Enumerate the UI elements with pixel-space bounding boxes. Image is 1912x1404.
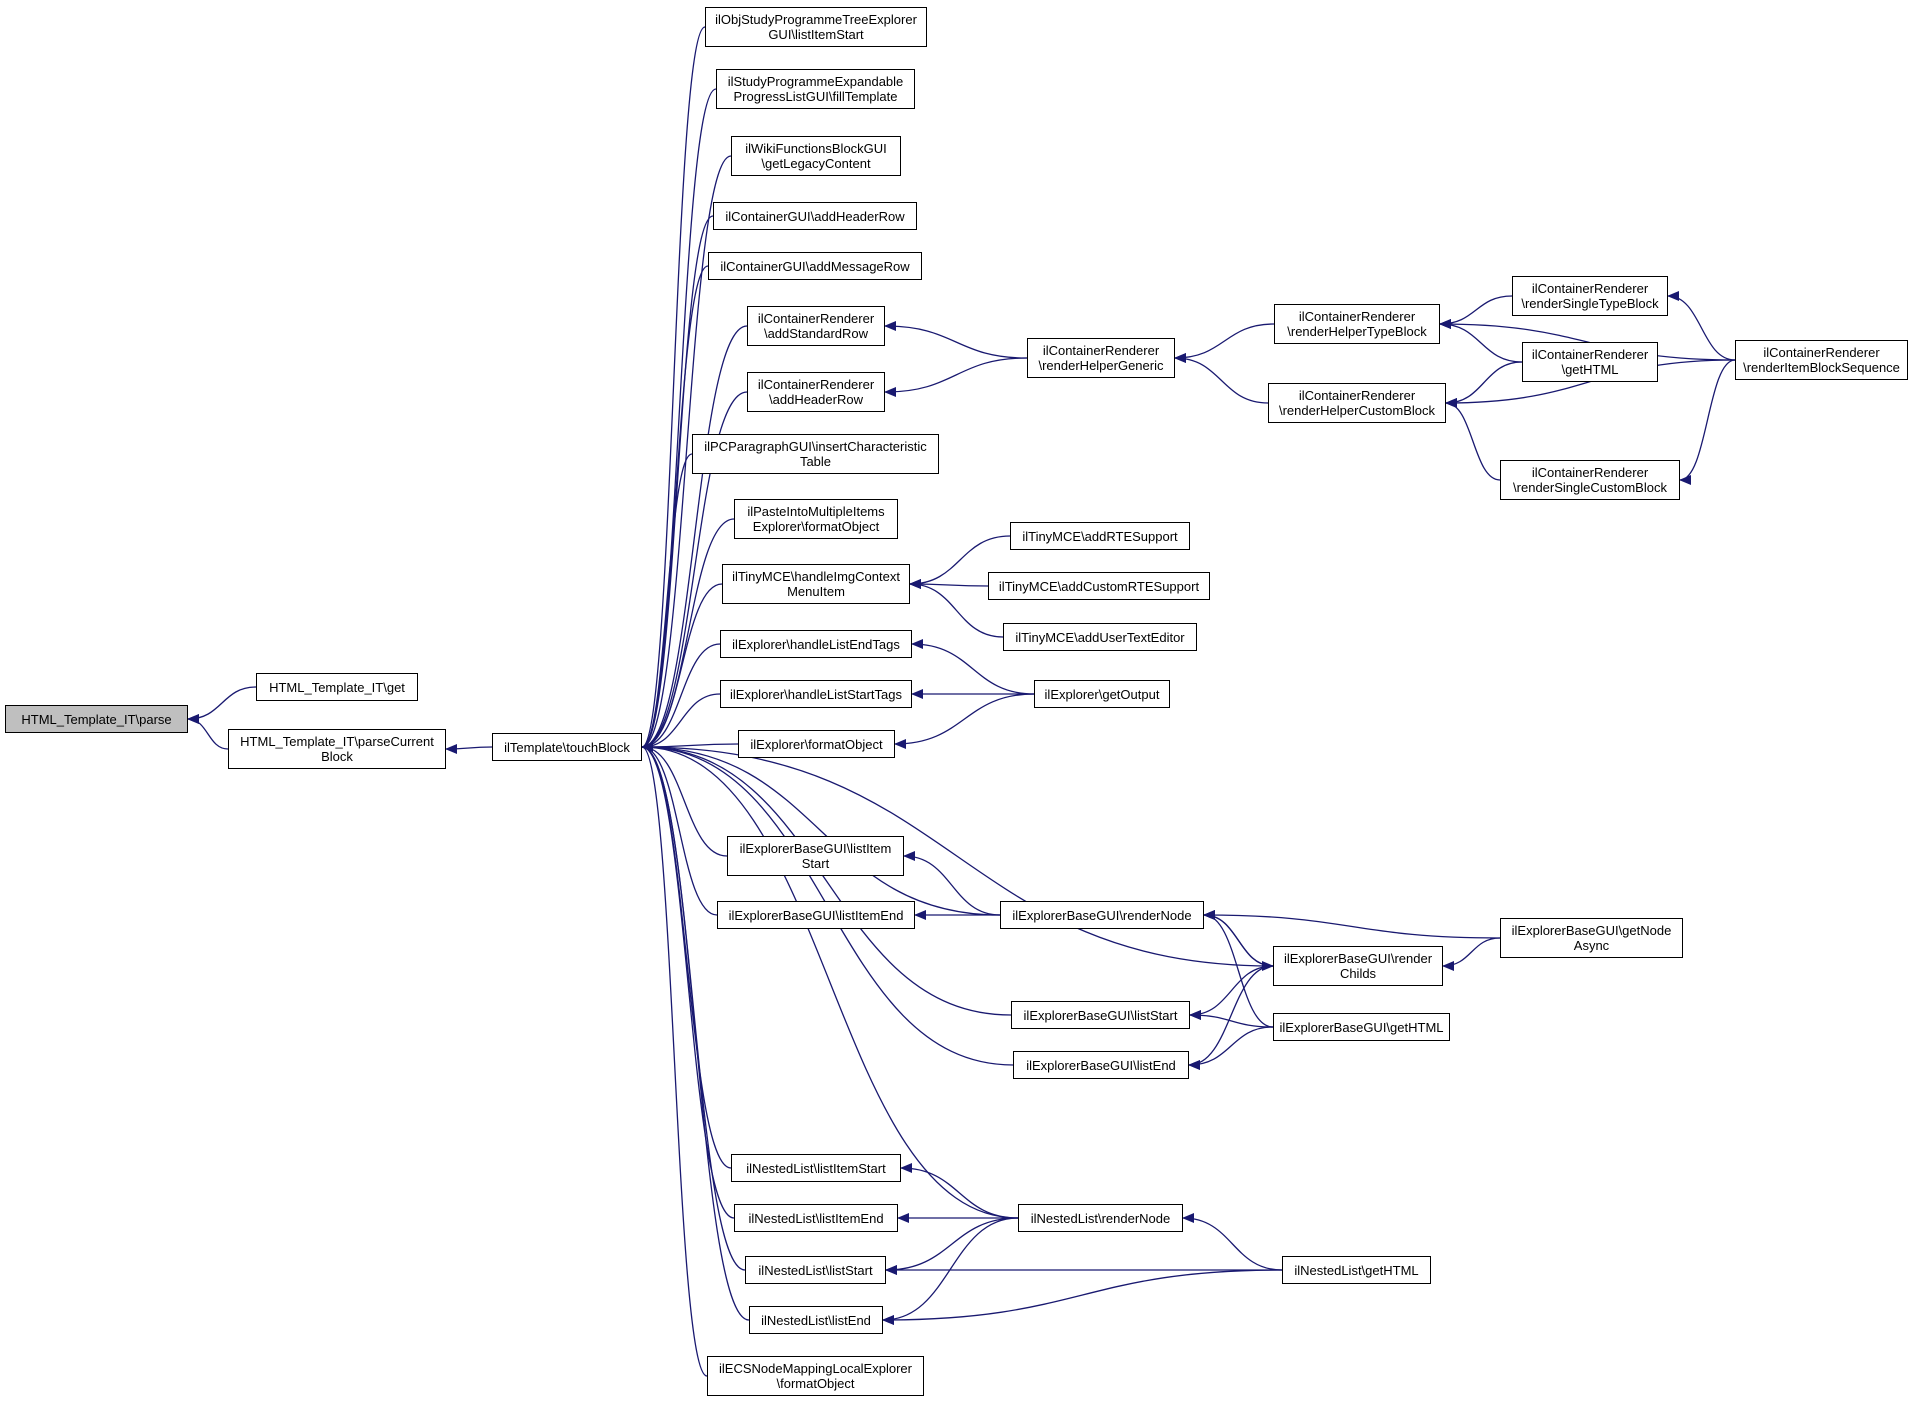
- node-parse-current-block[interactable]: HTML_Template_IT\parseCurrent Block: [228, 729, 446, 769]
- node-ecs-format-object[interactable]: ilECSNodeMappingLocalExplorer \formatObj…: [707, 1356, 924, 1396]
- node-nl-render-node[interactable]: ilNestedList\renderNode: [1018, 1204, 1183, 1232]
- edge-ebgListItemStart-to-touchBlock: [641, 742, 728, 857]
- edge-touchBlock-to-parseCurrentBlock: [445, 743, 493, 754]
- edge-crGetHTML-to-crRenderHelperCustomBlock: [1445, 361, 1523, 408]
- edge-crRenderItemBlockSequence-to-crRenderSingleCustomBlock: [1679, 359, 1736, 485]
- edge-crRenderSingleTypeBlock-to-crRenderHelperTypeBlock: [1439, 295, 1513, 329]
- edge-nlListEnd-to-touchBlock: [641, 742, 750, 1321]
- edge-get-to-parse: [187, 686, 257, 724]
- edge-tinyHandleImg-to-touchBlock: [641, 583, 723, 752]
- node-tiny-add-custom-r-t-e-support[interactable]: ilTinyMCE\addCustomRTESupport: [988, 572, 1210, 600]
- edge-crRenderItemBlockSequence-to-crRenderSingleTypeBlock: [1667, 291, 1736, 361]
- node-pc-paragraph[interactable]: ilPCParagraphGUI\insertCharacteristic Ta…: [692, 434, 939, 474]
- node-parse[interactable]: HTML_Template_IT\parse: [5, 705, 188, 733]
- node-wiki-legacy[interactable]: ilWikiFunctionsBlockGUI \getLegacyConten…: [731, 136, 901, 176]
- edge-ebgRenderNode-to-ebgRenderChilds: [1203, 914, 1274, 971]
- node-get[interactable]: HTML_Template_IT\get: [256, 673, 418, 701]
- node-cr-render-helper-type-block[interactable]: ilContainerRenderer \renderHelperTypeBlo…: [1274, 304, 1440, 344]
- node-cr-render-single-type-block[interactable]: ilContainerRenderer \renderSingleTypeBlo…: [1512, 276, 1668, 316]
- edge-nlGetHTML-to-nlRenderNode: [1182, 1213, 1283, 1271]
- edge-crGetHTML-to-crRenderHelperTypeBlock: [1439, 319, 1523, 363]
- edge-tinyAddRTESupport-to-tinyHandleImg: [909, 535, 1011, 589]
- node-expl-handle-list-end-tags[interactable]: ilExplorer\handleListEndTags: [720, 630, 912, 658]
- edge-crRenderHelperGeneric-to-contRendAddHeaderRow: [884, 357, 1028, 397]
- node-ebg-list-item-end[interactable]: ilExplorerBaseGUI\listItemEnd: [717, 901, 915, 929]
- edge-crRenderHelperGeneric-to-contRendAddStandardRow: [884, 321, 1028, 359]
- node-nl-get-h-t-m-l[interactable]: ilNestedList\getHTML: [1282, 1256, 1431, 1284]
- edge-parseCurrentBlock-to-parse: [187, 714, 229, 750]
- node-cr-render-single-custom-block[interactable]: ilContainerRenderer \renderSingleCustomB…: [1500, 460, 1680, 500]
- edge-contRendAddHeaderRow-to-touchBlock: [641, 391, 748, 752]
- node-tiny-add-user-text-editor[interactable]: ilTinyMCE\addUserTextEditor: [1003, 623, 1197, 651]
- edge-contRendAddStandardRow-to-touchBlock: [641, 325, 748, 752]
- edge-pcParagraph-to-touchBlock: [641, 453, 693, 752]
- edge-nlRenderNode-to-touchBlock: [641, 742, 1019, 1219]
- edge-ebgRenderNode-to-touchBlock: [641, 742, 1001, 916]
- edge-ebgRenderChilds-to-ebgListStart: [1189, 965, 1274, 1020]
- node-expl-handle-list-start-tags[interactable]: ilExplorer\handleListStartTags: [720, 680, 912, 708]
- edge-tinyAddUserTextEditor-to-tinyHandleImg: [909, 579, 1004, 638]
- node-cr-render-helper-generic[interactable]: ilContainerRenderer \renderHelperGeneric: [1027, 338, 1175, 378]
- edge-ebgGetHTML-to-ebgListEnd: [1188, 1026, 1274, 1070]
- edge-crRenderSingleCustomBlock-to-crRenderHelperCustomBlock: [1445, 398, 1501, 481]
- node-expl-format-object[interactable]: ilExplorer\formatObject: [738, 730, 895, 758]
- edge-nlGetHTML-to-nlListEnd: [882, 1269, 1283, 1325]
- node-tiny-add-r-t-e-support[interactable]: ilTinyMCE\addRTESupport: [1010, 522, 1190, 550]
- node-study-fill-template[interactable]: ilStudyProgrammeExpandable ProgressListG…: [716, 69, 915, 109]
- edge-explGetOutput-to-explFormatObject: [894, 693, 1035, 749]
- node-cont-rend-add-header-row[interactable]: ilContainerRenderer \addHeaderRow: [747, 372, 885, 412]
- edge-nlRenderNode-to-nlListItemStart: [900, 1163, 1019, 1219]
- edge-explHandleListStartTags-to-touchBlock: [641, 693, 721, 752]
- edge-ebgGetNodeAsync-to-ebgRenderChilds: [1442, 937, 1501, 971]
- node-cr-get-h-t-m-l[interactable]: ilContainerRenderer \getHTML: [1522, 342, 1658, 382]
- node-tiny-handle-img[interactable]: ilTinyMCE\handleImgContext MenuItem: [722, 564, 910, 604]
- node-ebg-render-node[interactable]: ilExplorerBaseGUI\renderNode: [1000, 901, 1204, 929]
- node-touch-block[interactable]: ilTemplate\touchBlock: [492, 733, 642, 761]
- node-nl-list-end[interactable]: ilNestedList\listEnd: [749, 1306, 883, 1334]
- node-ebg-get-h-t-m-l[interactable]: ilExplorerBaseGUI\getHTML: [1273, 1013, 1450, 1041]
- edge-nlRenderNode-to-nlListEnd: [882, 1217, 1019, 1325]
- node-nl-list-start[interactable]: ilNestedList\listStart: [745, 1256, 886, 1284]
- node-ebg-list-item-start[interactable]: ilExplorerBaseGUI\listItem Start: [727, 836, 904, 876]
- node-nl-list-item-start[interactable]: ilNestedList\listItemStart: [731, 1154, 901, 1182]
- node-paste-format-object[interactable]: ilPasteIntoMultipleItems Explorer\format…: [734, 499, 898, 539]
- edge-nlRenderNode-to-nlListStart: [885, 1217, 1019, 1275]
- edge-explGetOutput-to-explHandleListEndTags: [911, 639, 1035, 695]
- edge-crRenderHelperTypeBlock-to-crRenderHelperGeneric: [1174, 323, 1275, 363]
- edge-ebgGetHTML-to-ebgListStart: [1189, 1010, 1274, 1028]
- edge-crRenderHelperCustomBlock-to-crRenderHelperGeneric: [1174, 353, 1269, 404]
- node-cont-gui-add-message-row[interactable]: ilContainerGUI\addMessageRow: [708, 252, 922, 280]
- edge-ecsFormatObject-to-touchBlock: [641, 742, 708, 1377]
- edge-nlListItemStart-to-touchBlock: [641, 742, 732, 1169]
- node-cr-render-item-block-sequence[interactable]: ilContainerRenderer \renderItemBlockSequ…: [1735, 340, 1908, 380]
- edge-objStudyListItemStart-to-touchBlock: [641, 26, 706, 752]
- edge-ebgListItemEnd-to-touchBlock: [641, 742, 718, 916]
- edge-ebgRenderChilds-to-ebgListEnd: [1188, 965, 1274, 1070]
- edge-ebgRenderNode-to-ebgListItemStart: [903, 851, 1001, 916]
- node-cont-gui-add-header-row[interactable]: ilContainerGUI\addHeaderRow: [713, 202, 917, 230]
- edge-ebgGetNodeAsync-to-ebgRenderNode: [1203, 910, 1501, 939]
- edge-explHandleListEndTags-to-touchBlock: [641, 643, 721, 752]
- node-cont-rend-add-standard-row[interactable]: ilContainerRenderer \addStandardRow: [747, 306, 885, 346]
- node-expl-get-output[interactable]: ilExplorer\getOutput: [1034, 680, 1170, 708]
- node-ebg-list-end[interactable]: ilExplorerBaseGUI\listEnd: [1013, 1051, 1189, 1079]
- edge-ebgRenderChilds-to-touchBlock: [641, 742, 1274, 967]
- node-nl-list-item-end[interactable]: ilNestedList\listItemEnd: [734, 1204, 898, 1232]
- edge-ebgListStart-to-touchBlock: [641, 742, 1012, 1016]
- node-ebg-render-childs[interactable]: ilExplorerBaseGUI\render Childs: [1273, 946, 1443, 986]
- edge-nlListItemEnd-to-touchBlock: [641, 742, 735, 1219]
- edge-ebgGetHTML-to-ebgRenderNode: [1203, 910, 1274, 1028]
- node-ebg-list-start[interactable]: ilExplorerBaseGUI\listStart: [1011, 1001, 1190, 1029]
- edge-wikiLegacy-to-touchBlock: [641, 155, 732, 752]
- node-ebg-get-node-async[interactable]: ilExplorerBaseGUI\getNode Async: [1500, 918, 1683, 958]
- node-cr-render-helper-custom-block[interactable]: ilContainerRenderer \renderHelperCustomB…: [1268, 383, 1446, 423]
- node-obj-study-list-item-start[interactable]: ilObjStudyProgrammeTreeExplorer GUI\list…: [705, 7, 927, 47]
